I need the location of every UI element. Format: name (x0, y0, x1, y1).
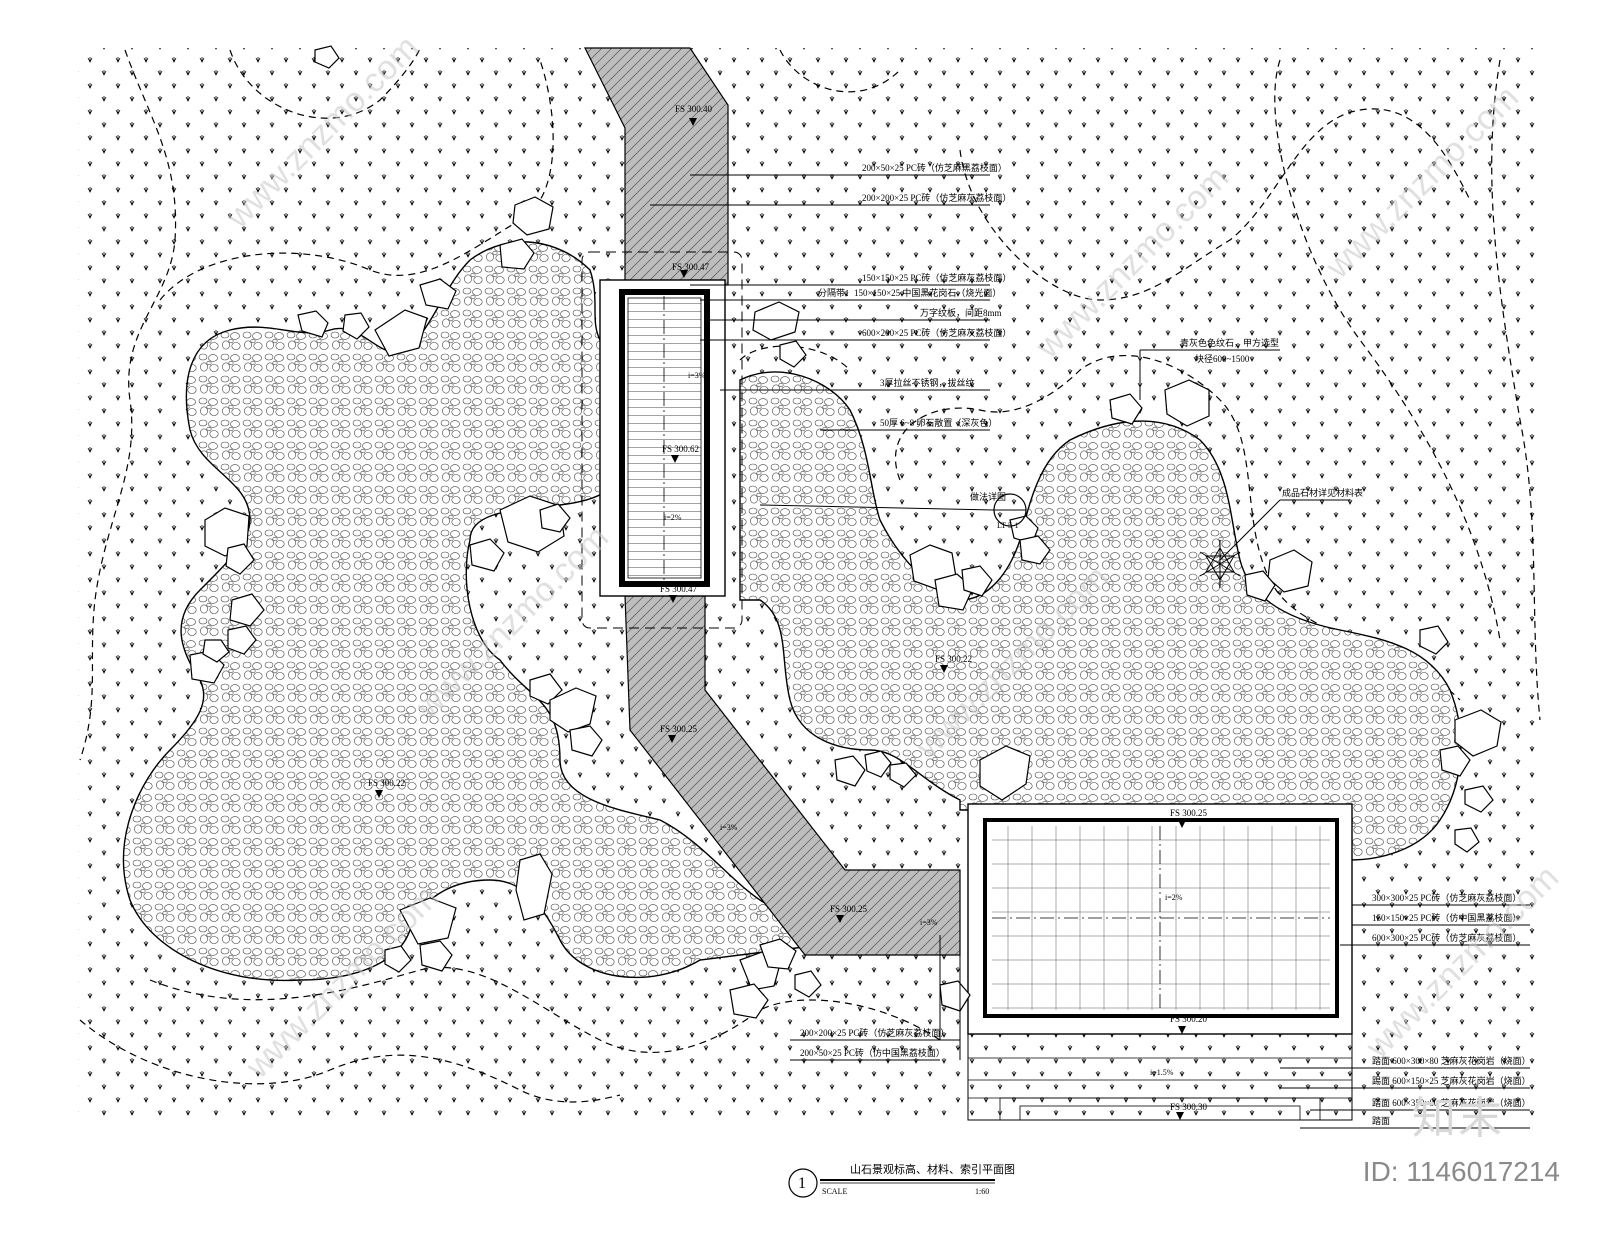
image-id: ID: 1146017214 (1362, 1156, 1560, 1187)
contour-lines (79, 47, 1541, 1103)
drawing-title: 山石景观标高、材料、索引平面图 (850, 1162, 1015, 1176)
callout-13: 150×150×25 PC砖（仿中国黑荔枝面） (1372, 912, 1521, 923)
level-fs1: FS 300.40 (675, 104, 713, 114)
boardwalk-bridge (581, 251, 743, 629)
slope-4: i=3% (920, 918, 938, 927)
brand-logo: 知末 (1412, 1094, 1504, 1143)
callout-16: 踢面 600×150×25 芝麻灰花岗岩（烧面） (1372, 1075, 1531, 1086)
callout-5: 万字纹板，间距8mm (920, 307, 1002, 318)
slope-6: i=1.5% (1150, 1068, 1174, 1077)
callout-11: 成品石材详见材料表 (1282, 487, 1363, 498)
callout-20: 200×50×25 PC砖（仿中国黑荔枝面） (800, 1047, 945, 1058)
callout-6: 600×200×25 PC砖（仿芝麻灰荔枝面） (862, 327, 1011, 338)
callout-2: 200×200×25 PC砖（仿芝麻灰荔枝面） (862, 192, 1011, 203)
callout-10: 块径600~1500 (1195, 353, 1250, 364)
callout-7: 3厚拉丝不锈钢，拔丝纹 (880, 377, 975, 388)
level-fs6: FS 300.22 (368, 778, 405, 788)
level-fs11: FS 300.30 (1170, 1102, 1208, 1112)
level-fs8: FS 300.25 (830, 904, 868, 914)
callout-12: 300×300×25 PC砖（仿芝麻灰荔枝面） (1372, 892, 1521, 903)
plaza (967, 803, 1353, 1121)
callout-1: 200×50×25 PC砖（仿芝麻黑荔枝面） (862, 162, 1007, 173)
scale-word: SCALE (822, 1187, 847, 1196)
star-marker (1199, 540, 1241, 588)
level-fs9: FS 300.25 (1170, 808, 1208, 818)
callout-8: 50厚 6~8 卵石散置（深灰色） (880, 417, 997, 428)
detail-label: 做法详图 (970, 491, 1006, 502)
slope-5: i=2% (1165, 893, 1183, 902)
level-fs3: FS 300.62 (662, 444, 699, 454)
level-fs4: FS 300.47 (660, 584, 698, 594)
slope-labels: i=3% i=2% i=3% i=3% i=2% i=1.5% (664, 371, 1183, 1077)
scale-ratio: 1:60 (975, 1187, 989, 1196)
callout-3: 150×150×25 PC砖（仿芝麻灰荔枝面） (862, 272, 1011, 283)
detail-reference: LT-5-1 做法详图 (759, 491, 1027, 530)
callout-4: 分隔带：150×150×25 中国黑花岗石（烧光面） (818, 287, 1001, 298)
level-labels: FS 300.40 FS 300.47 FS 300.62 FS 300.47 … (368, 104, 1208, 1112)
slope-3: i=3% (720, 823, 738, 832)
slope-1: i=3% (688, 371, 706, 380)
callout-15: 踏面 600×300×80 芝麻灰花岗岩（烧面） (1372, 1055, 1531, 1066)
herringbone-path-lower (624, 595, 961, 956)
level-fs10: FS 300.20 (1170, 1014, 1208, 1024)
slope-2: i=2% (664, 513, 682, 522)
callout-19: 200×200×25 PC砖（仿芝麻灰荔枝面） (800, 1027, 949, 1038)
drawing-index: 1 (798, 1175, 806, 1192)
leader-lines (650, 174, 1530, 1129)
title-block: 1 山石景观标高、材料、索引平面图 SCALE 1:60 (788, 1162, 1015, 1198)
rock-group (189, 45, 1502, 1019)
level-fs5: FS 300.25 (660, 724, 698, 734)
callout-9: 青灰色色纹石，甲方选型 (1180, 337, 1279, 348)
pebble-bed (122, 241, 1462, 982)
callout-14: 600×300×25 PC砖（仿芝麻灰荔枝面） (1372, 932, 1521, 943)
callout-18: 踏面 (1372, 1115, 1390, 1126)
detail-code: LT-5-1 (997, 521, 1019, 530)
callout-17: 踏面 600×350×80 芝麻灰花岗岩（烧面） (1372, 1097, 1531, 1108)
level-fs2: FS 300.47 (672, 262, 710, 272)
callout-labels: 200×50×25 PC砖（仿芝麻黑荔枝面） 200×200×25 PC砖（仿芝… (800, 162, 1531, 1126)
level-markers (375, 118, 1186, 1120)
level-fs7: FS 300.22 (935, 654, 972, 664)
